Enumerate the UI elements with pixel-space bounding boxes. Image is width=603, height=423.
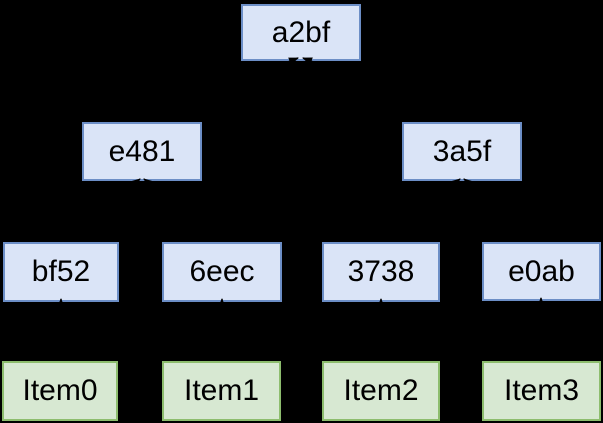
edge-3738-3a5f bbox=[380, 178, 461, 241]
tree-leaf-item3: Item3 bbox=[482, 361, 601, 421]
tree-leaf-item2: Item2 bbox=[322, 361, 440, 421]
edge-item0-bf52 bbox=[56, 298, 65, 360]
tree-leaf-item0: Item0 bbox=[2, 361, 118, 421]
edge-bf52-e481 bbox=[60, 178, 141, 241]
tree-node-bf52: bf52 bbox=[3, 242, 119, 302]
tree-node-3738: 3738 bbox=[322, 242, 440, 302]
edge-3a5f-a2bf bbox=[302, 57, 463, 121]
tree-leaf-item1: Item1 bbox=[162, 361, 281, 421]
edge-6eec-e481 bbox=[143, 178, 223, 241]
tree-node-e481: e481 bbox=[82, 122, 202, 181]
edge-e0ab-3a5f bbox=[463, 178, 542, 241]
tree-node-a2bf: a2bf bbox=[241, 4, 361, 61]
edge-e481-a2bf bbox=[141, 57, 299, 121]
tree-node-6eec: 6eec bbox=[162, 242, 282, 302]
tree-node-3a5f: 3a5f bbox=[402, 122, 522, 181]
edge-item1-6eec bbox=[217, 298, 226, 360]
tree-node-e0ab: e0ab bbox=[482, 242, 601, 301]
